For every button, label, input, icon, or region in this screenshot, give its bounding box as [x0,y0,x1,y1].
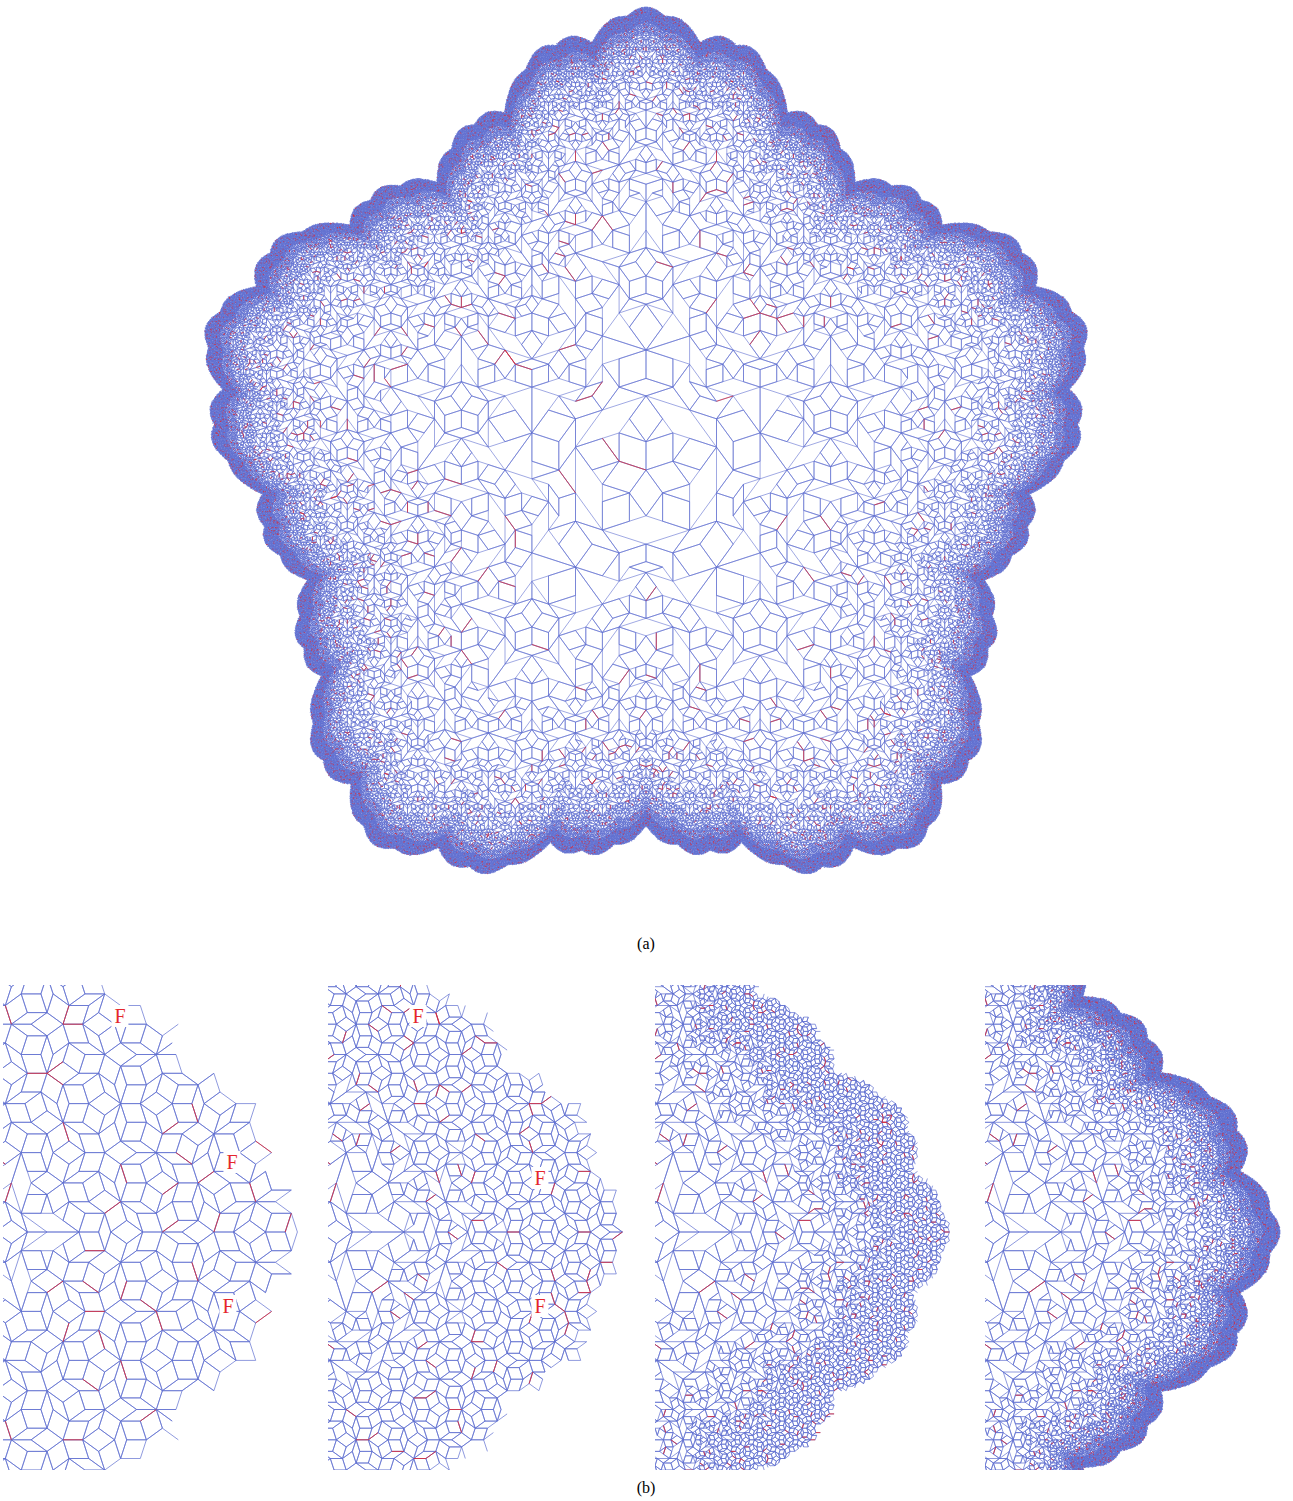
tile-edges [311,975,623,1489]
tile-edges [205,6,1087,874]
tiling-panel [205,6,1087,874]
marked-edges [0,1006,291,1489]
tile-edges [968,975,1281,1481]
marked-edges [205,8,1087,874]
tiling-panel [0,975,297,1489]
marked-edges [971,980,1278,1478]
f-marker: F [219,1295,236,1317]
f-marker: F [111,1005,128,1027]
f-marker: F [531,1295,548,1317]
tiling-panel [968,975,1281,1481]
marked-edges [311,975,623,1477]
f-marker: F [409,1005,426,1027]
marked-edges [641,975,949,1474]
tiling-panel [638,975,950,1481]
panel-caption: (a) [634,935,658,953]
tile-edges [0,975,297,1489]
tile-edges [638,975,950,1481]
f-marker: F [531,1167,548,1189]
panel-caption: (b) [634,1479,659,1497]
f-marker: F [223,1151,240,1173]
tiling-panel [311,975,623,1489]
